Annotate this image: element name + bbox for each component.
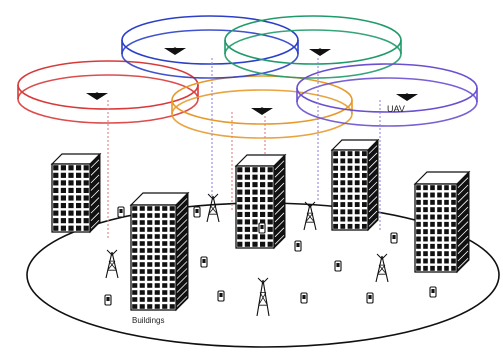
mobile-phone-icon: [366, 292, 374, 304]
uav-label: UAV: [387, 104, 405, 114]
mobile-phone-icon: [104, 294, 112, 306]
building-icon: [129, 191, 190, 312]
ring-green: [224, 15, 402, 79]
cell-tower-icon: [375, 253, 389, 283]
building-label: Buildings: [132, 316, 164, 325]
mobile-phone-icon: [200, 256, 208, 268]
uav-links: [107, 58, 381, 238]
cell-tower-icon: [303, 201, 317, 231]
uav-icon: [86, 92, 108, 100]
uav-icon: [396, 93, 418, 101]
ring-orange: [171, 75, 353, 139]
cell-tower-icon: [105, 249, 119, 279]
building-icon: [234, 153, 287, 250]
mobile-phone-icon: [429, 286, 437, 298]
tower-group: [105, 193, 389, 317]
mobile-phone-icon: [217, 290, 225, 302]
mobile-phone-icon: [334, 260, 342, 272]
building-icon: [50, 152, 102, 234]
uav-icon: [164, 47, 186, 55]
building-icon: [330, 138, 380, 232]
ring-purple: [296, 63, 478, 127]
coverage-rings: [17, 15, 478, 139]
mobile-phone-icon: [258, 222, 266, 234]
ring-blue: [121, 15, 299, 79]
mobile-phone-icon: [193, 206, 201, 218]
uav-group: [86, 47, 418, 115]
cell-tower-icon: [206, 193, 220, 223]
uav-icon: [251, 107, 273, 115]
mobile-phone-icon: [294, 240, 302, 252]
phone-group: [104, 206, 437, 306]
building-icon: [413, 170, 471, 274]
cell-tower-icon: [256, 277, 270, 317]
mobile-phone-icon: [117, 206, 125, 218]
uav-icon: [309, 48, 331, 56]
mobile-phone-icon: [390, 232, 398, 244]
mobile-phone-icon: [300, 292, 308, 304]
building-group: [50, 138, 471, 312]
